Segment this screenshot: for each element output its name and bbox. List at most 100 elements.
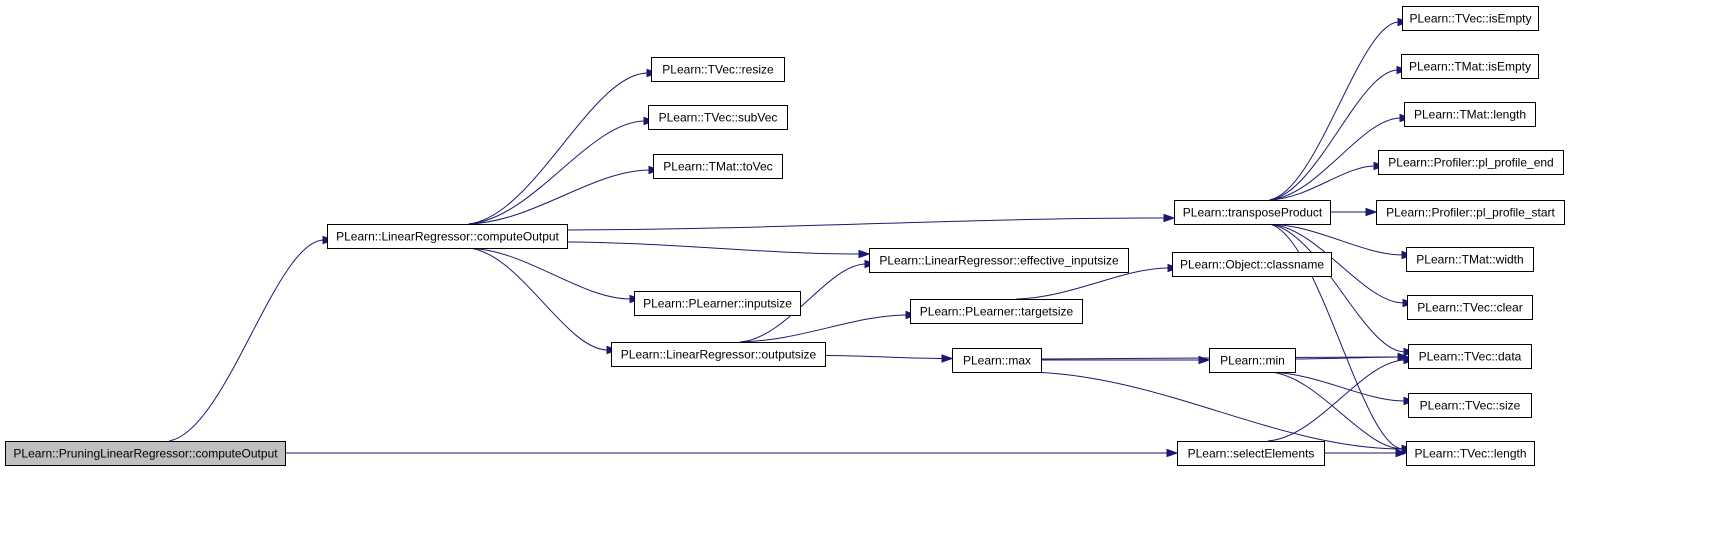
node-box bbox=[1209, 348, 1296, 373]
node-min[interactable]: PLearn::min bbox=[1209, 348, 1296, 373]
edge-pl_targetsize-to-obj_classname bbox=[1016, 267, 1170, 300]
node-label: PLearn::TVec::subVec bbox=[659, 111, 778, 125]
node-max[interactable]: PLearn::max bbox=[952, 348, 1042, 373]
node-box bbox=[1404, 102, 1536, 127]
node-tmat-width[interactable]: PLearn::TMat::width bbox=[1406, 247, 1534, 272]
node-label: PLearn::TVec::isEmpty bbox=[1409, 12, 1531, 26]
node-tmat-length[interactable]: PLearn::TMat::length bbox=[1404, 102, 1536, 127]
edge-transpose-to-tvec_isempty bbox=[1269, 21, 1400, 201]
node-lr-compute[interactable]: PLearn::LinearRegressor::computeOutput bbox=[327, 224, 568, 249]
edge-lr_compute-to-tvec_resize bbox=[468, 72, 649, 225]
node-box bbox=[1407, 295, 1533, 320]
edge-min-to-tvec_length bbox=[1269, 371, 1404, 450]
node-box bbox=[1406, 441, 1535, 466]
node-box bbox=[1406, 247, 1534, 272]
edge-transpose-to-prof_end bbox=[1269, 165, 1376, 201]
edge-lr_compute-to-transpose bbox=[566, 217, 1166, 231]
node-lr-outputsize[interactable]: PLearn::LinearRegressor::outputsize bbox=[611, 342, 826, 367]
node-tvec-data[interactable]: PLearn::TVec::data bbox=[1408, 344, 1532, 369]
node-transpose[interactable]: PLearn::transposeProduct bbox=[1174, 200, 1331, 225]
node-root: PLearn::PruningLinearRegressor::computeO… bbox=[5, 441, 286, 466]
arrowhead-lr_compute-to-lr_eff bbox=[858, 249, 871, 259]
edge-select-to-tvec_data bbox=[1267, 359, 1406, 442]
node-box bbox=[611, 342, 826, 367]
edge-lr_compute-to-lr_outputsize bbox=[468, 247, 609, 351]
edge-lr_compute-to-tmat_tovec bbox=[468, 169, 651, 225]
node-label: PLearn::LinearRegressor::effective_input… bbox=[879, 254, 1119, 268]
node-lr-eff[interactable]: PLearn::LinearRegressor::effective_input… bbox=[869, 248, 1129, 273]
node-label: PLearn::LinearRegressor::computeOutput bbox=[336, 230, 559, 244]
edge-lr_compute-to-pl_inputsize bbox=[468, 247, 632, 300]
node-label: PLearn::transposeProduct bbox=[1183, 206, 1323, 220]
edge-lr_outputsize-to-max bbox=[824, 355, 944, 359]
node-box bbox=[910, 299, 1083, 324]
node-box bbox=[1402, 6, 1539, 31]
edges-layer bbox=[169, 17, 1416, 458]
node-tvec-size[interactable]: PLearn::TVec::size bbox=[1408, 393, 1532, 418]
arrowhead-select-to-tvec_length bbox=[1395, 448, 1408, 458]
node-label: PLearn::PruningLinearRegressor::computeO… bbox=[13, 447, 278, 461]
arrowhead-lr_compute-to-transpose bbox=[1163, 213, 1176, 223]
node-tvec-clear[interactable]: PLearn::TVec::clear bbox=[1407, 295, 1533, 320]
node-box bbox=[1174, 200, 1331, 225]
arrowhead-max-to-min bbox=[1198, 355, 1211, 365]
node-box bbox=[1378, 150, 1564, 175]
node-pl-targetsize[interactable]: PLearn::PLearner::targetsize bbox=[910, 299, 1083, 324]
edge-lr_outputsize-to-pl_targetsize bbox=[740, 314, 908, 343]
node-label: PLearn::TVec::size bbox=[1420, 399, 1521, 413]
edge-lr_outputsize-to-lr_eff bbox=[740, 263, 867, 343]
node-box bbox=[869, 248, 1129, 273]
node-box bbox=[1401, 54, 1539, 79]
nodes-layer: PLearn::PruningLinearRegressor::computeO… bbox=[5, 6, 1565, 466]
node-box bbox=[1376, 200, 1565, 225]
node-tmat-isempty[interactable]: PLearn::TMat::isEmpty bbox=[1401, 54, 1539, 79]
node-label: PLearn::TVec::data bbox=[1419, 350, 1522, 364]
node-tmat-tovec[interactable]: PLearn::TMat::toVec bbox=[653, 154, 783, 179]
node-label: PLearn::selectElements bbox=[1188, 447, 1315, 461]
edge-transpose-to-tvec_clear bbox=[1269, 223, 1405, 304]
node-label: PLearn::max bbox=[963, 354, 1031, 368]
node-label: PLearn::TMat::width bbox=[1416, 253, 1523, 267]
edge-transpose-to-tvec_length bbox=[1269, 223, 1404, 450]
node-prof-start[interactable]: PLearn::Profiler::pl_profile_start bbox=[1376, 200, 1565, 225]
node-pl-inputsize[interactable]: PLearn::PLearner::inputsize bbox=[634, 291, 801, 316]
node-box bbox=[634, 291, 801, 316]
arrowhead-min-to-tvec_data bbox=[1397, 352, 1410, 362]
node-label: PLearn::TMat::isEmpty bbox=[1409, 60, 1531, 74]
node-tvec-length[interactable]: PLearn::TVec::length bbox=[1406, 441, 1535, 466]
node-label: PLearn::PLearner::targetsize bbox=[920, 305, 1074, 319]
node-box bbox=[5, 441, 286, 466]
edge-transpose-to-tmat_width bbox=[1269, 223, 1404, 256]
edge-lr_compute-to-lr_eff bbox=[566, 241, 861, 255]
node-label: PLearn::Object::classname bbox=[1180, 258, 1324, 272]
node-label: PLearn::TMat::toVec bbox=[663, 160, 772, 174]
arrowhead-transpose-to-prof_start bbox=[1365, 207, 1378, 217]
node-box bbox=[648, 105, 788, 130]
node-tvec-subvec[interactable]: PLearn::TVec::subVec bbox=[648, 105, 788, 130]
node-box bbox=[1172, 252, 1332, 277]
node-tvec-isempty[interactable]: PLearn::TVec::isEmpty bbox=[1402, 6, 1539, 31]
arrowhead-lr_outputsize-to-max bbox=[941, 354, 954, 363]
edge-transpose-to-tmat_isempty bbox=[1269, 69, 1399, 201]
node-label: PLearn::TVec::clear bbox=[1417, 301, 1522, 315]
node-obj-classname[interactable]: PLearn::Object::classname bbox=[1172, 252, 1332, 277]
edge-max-to-tvec_length bbox=[1030, 371, 1404, 450]
edge-min-to-tvec_data bbox=[1294, 356, 1400, 360]
node-select[interactable]: PLearn::selectElements bbox=[1177, 441, 1325, 466]
node-box bbox=[952, 348, 1042, 373]
edge-transpose-to-tvec_data bbox=[1269, 223, 1406, 353]
node-box bbox=[1408, 344, 1532, 369]
node-box bbox=[1408, 393, 1532, 418]
edge-lr_compute-to-tvec_subvec bbox=[468, 120, 646, 225]
node-box bbox=[1177, 441, 1325, 466]
node-prof-end[interactable]: PLearn::Profiler::pl_profile_end bbox=[1378, 150, 1564, 175]
node-label: PLearn::PLearner::inputsize bbox=[643, 297, 792, 311]
node-label: PLearn::Profiler::pl_profile_end bbox=[1388, 156, 1553, 170]
edge-root-to-lr_compute bbox=[169, 239, 325, 442]
node-box bbox=[653, 154, 783, 179]
edge-transpose-to-tmat_length bbox=[1269, 117, 1402, 201]
node-label: PLearn::LinearRegressor::outputsize bbox=[621, 348, 817, 362]
node-tvec-resize[interactable]: PLearn::TVec::resize bbox=[651, 57, 785, 82]
node-label: PLearn::TVec::resize bbox=[662, 63, 774, 77]
